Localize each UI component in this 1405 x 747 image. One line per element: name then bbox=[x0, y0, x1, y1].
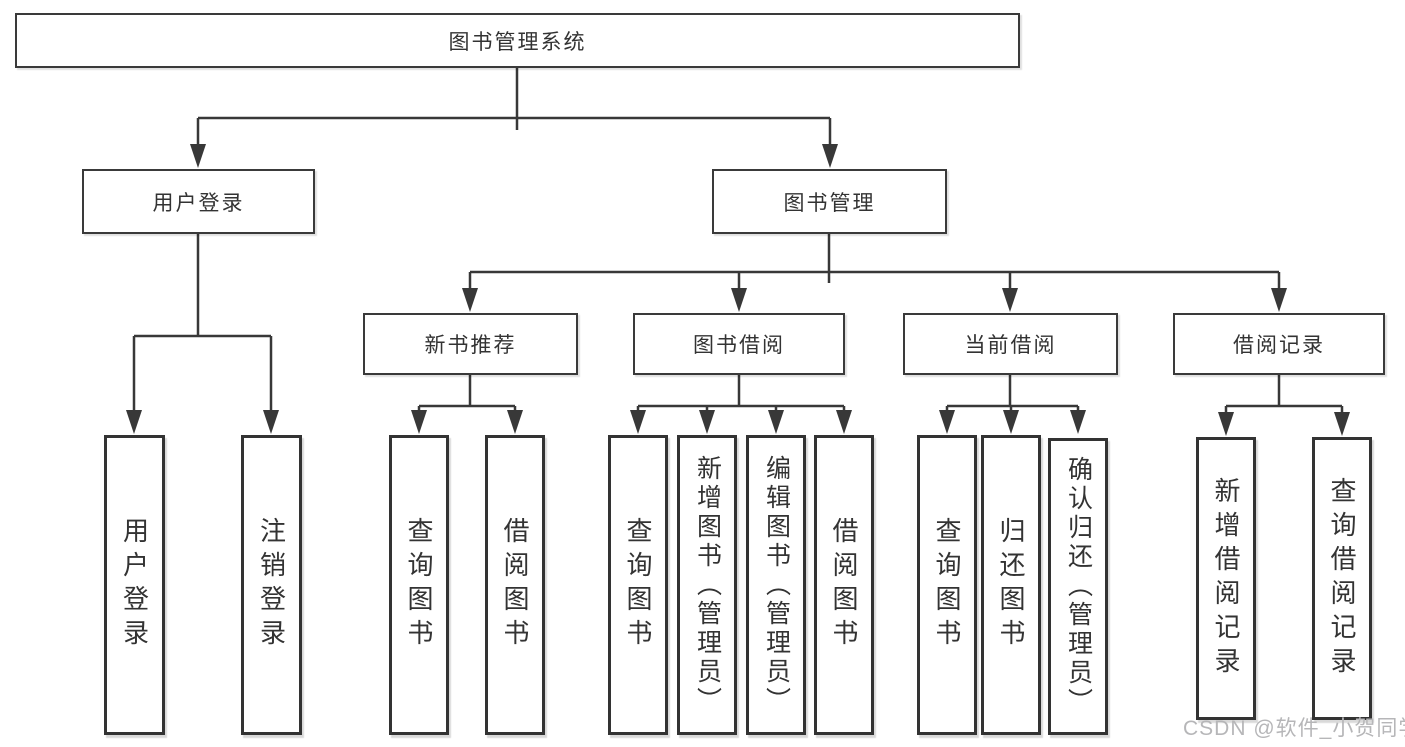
node-user-login: 用户登录 bbox=[82, 169, 315, 234]
watermark: CSDN @软件_小贺同学 bbox=[1183, 717, 1405, 740]
node-logout: 注销登录 bbox=[241, 435, 302, 735]
node-edit-books-admin: 编辑图书（管理员） bbox=[746, 435, 806, 735]
node-query-books-recommend: 查询图书 bbox=[389, 435, 449, 735]
node-add-borrow-record: 新增借阅记录 bbox=[1196, 437, 1256, 720]
node-book-management: 图书管理 bbox=[712, 169, 947, 234]
node-borrow-books: 借阅图书 bbox=[814, 435, 874, 735]
node-library-system: 图书管理系统 bbox=[15, 13, 1020, 68]
node-query-borrow-record: 查询借阅记录 bbox=[1312, 437, 1372, 720]
node-user-login-action: 用户登录 bbox=[104, 435, 165, 735]
node-query-books-current: 查询图书 bbox=[917, 435, 977, 735]
node-new-book-recommend: 新书推荐 bbox=[363, 313, 578, 375]
node-borrow-books-recommend: 借阅图书 bbox=[485, 435, 545, 735]
node-add-books-admin: 新增图书（管理员） bbox=[677, 435, 737, 735]
node-query-books-borrowing: 查询图书 bbox=[608, 435, 668, 735]
arrowheads bbox=[126, 144, 1350, 436]
node-confirm-return-admin: 确认归还（管理员） bbox=[1048, 438, 1108, 735]
node-borrowing-records: 借阅记录 bbox=[1173, 313, 1385, 375]
node-current-borrowing: 当前借阅 bbox=[903, 313, 1118, 375]
node-book-borrowing: 图书借阅 bbox=[633, 313, 845, 375]
node-return-books: 归还图书 bbox=[981, 435, 1041, 735]
